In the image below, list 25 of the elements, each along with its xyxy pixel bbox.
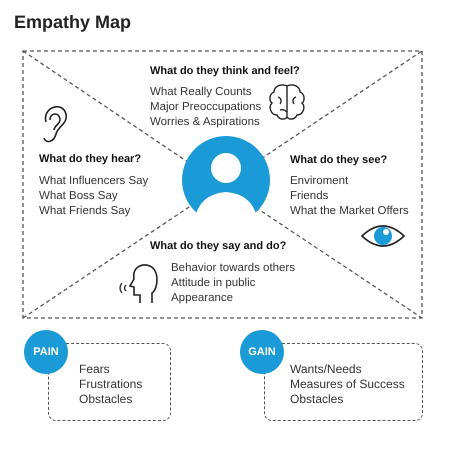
- list-item: What the Market Offers: [290, 204, 409, 219]
- list-item: Obstacles: [79, 392, 132, 407]
- list-item: Worries & Aspirations: [150, 115, 260, 130]
- list-item: What Friends Say: [39, 204, 130, 219]
- list-item: What Influencers Say: [39, 174, 148, 189]
- question-heading: What do they say and do?: [150, 239, 286, 254]
- list-item: Frustrations: [79, 377, 142, 392]
- list-item: Measures of Success: [290, 377, 405, 392]
- list-item: Fears: [79, 362, 110, 377]
- list-item: Enviroment: [290, 174, 348, 189]
- question-heading: What do they see?: [290, 153, 388, 168]
- list-item: Behavior towards others: [171, 261, 296, 276]
- list-item: Major Preoccupations: [150, 100, 262, 115]
- list-item: Obstacles: [290, 392, 344, 407]
- badge-circle: PAIN: [24, 330, 68, 374]
- list-item: Appearance: [171, 291, 234, 306]
- list-item: What Boss Say: [39, 189, 118, 204]
- question-heading: What do they hear?: [39, 152, 142, 167]
- title: Empathy Map: [14, 12, 132, 33]
- list-item: Friends: [290, 189, 328, 204]
- badge-circle: GAIN: [240, 330, 284, 374]
- list-item: Attitude in public: [171, 276, 256, 291]
- list-item: What Really Counts: [150, 85, 252, 100]
- question-heading: What do they think and feel?: [150, 64, 300, 79]
- list-item: Wants/Needs: [290, 362, 362, 377]
